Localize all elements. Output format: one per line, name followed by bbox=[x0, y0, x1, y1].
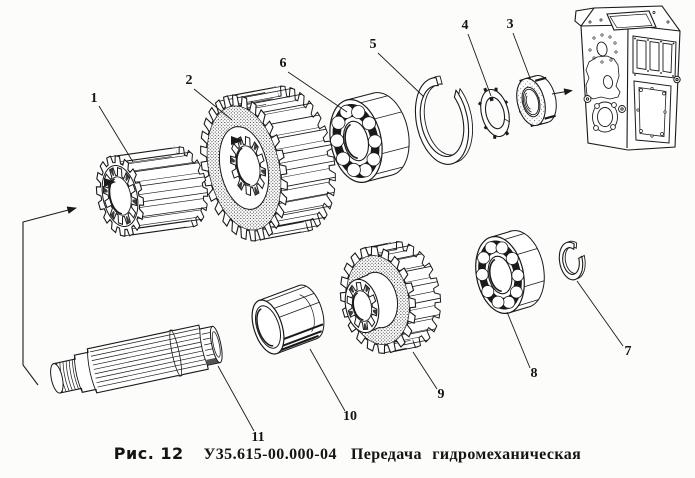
part-4-lock-washer bbox=[477, 87, 510, 139]
leader-6 bbox=[287, 71, 348, 113]
leader-3 bbox=[512, 32, 531, 79]
callout-6: 6 bbox=[280, 56, 287, 71]
leader-10 bbox=[309, 348, 346, 412]
callout-labels: 1 2 3 4 5 6 7 8 9 10 11 bbox=[91, 17, 632, 445]
part-7-snap-ring-small bbox=[558, 240, 586, 281]
part1-direction-arrow bbox=[104, 178, 116, 187]
figure-part-code: У35.615-00.000-04 bbox=[203, 446, 337, 463]
leader-lines bbox=[98, 32, 624, 432]
part-6-ball-bearing bbox=[329, 92, 410, 183]
figure-number: Рис. 12 bbox=[113, 444, 184, 463]
part-3-round-nut bbox=[516, 75, 557, 127]
callout-5: 5 bbox=[370, 37, 377, 52]
callout-8: 8 bbox=[531, 366, 538, 381]
callout-11: 11 bbox=[251, 430, 264, 445]
callout-7: 7 bbox=[625, 344, 632, 359]
callout-1: 1 bbox=[91, 91, 98, 106]
leader-5 bbox=[377, 52, 425, 98]
leader-7 bbox=[576, 280, 624, 347]
callout-2: 2 bbox=[186, 73, 193, 88]
nut-to-housing-arrow bbox=[551, 88, 573, 96]
part-9-gear bbox=[339, 241, 442, 355]
shaft-assembly-arrow bbox=[22, 206, 77, 386]
leader-8 bbox=[506, 311, 531, 369]
housing-part bbox=[574, 5, 681, 151]
assembly-arrows bbox=[22, 88, 573, 386]
leader-2 bbox=[193, 88, 233, 121]
callout-4: 4 bbox=[462, 18, 469, 33]
leader-11 bbox=[217, 365, 255, 432]
part-8-ball-bearing bbox=[475, 230, 545, 314]
part-1-gear-coupling bbox=[95, 146, 209, 237]
callout-9: 9 bbox=[438, 387, 445, 402]
housing-right-face bbox=[632, 35, 681, 144]
callout-3: 3 bbox=[507, 17, 514, 32]
figure-caption: Рис. 12 У35.615-00.000-04 Передача гидроме… bbox=[0, 444, 695, 464]
part-5-snap-ring-large bbox=[414, 75, 474, 165]
leader-1 bbox=[98, 105, 134, 163]
callout-10: 10 bbox=[343, 409, 357, 424]
part-10-bushing bbox=[251, 284, 325, 355]
housing-top-bolt-holes bbox=[588, 11, 670, 24]
housing-left-face bbox=[583, 33, 626, 133]
part2-direction-arrow bbox=[231, 136, 243, 145]
leader-9 bbox=[412, 351, 438, 390]
part-11-splined-shaft bbox=[50, 324, 223, 394]
figure-title: Передача гидромеханическая bbox=[350, 446, 582, 463]
part-2-large-gear bbox=[200, 85, 336, 242]
leader-4 bbox=[467, 33, 492, 97]
